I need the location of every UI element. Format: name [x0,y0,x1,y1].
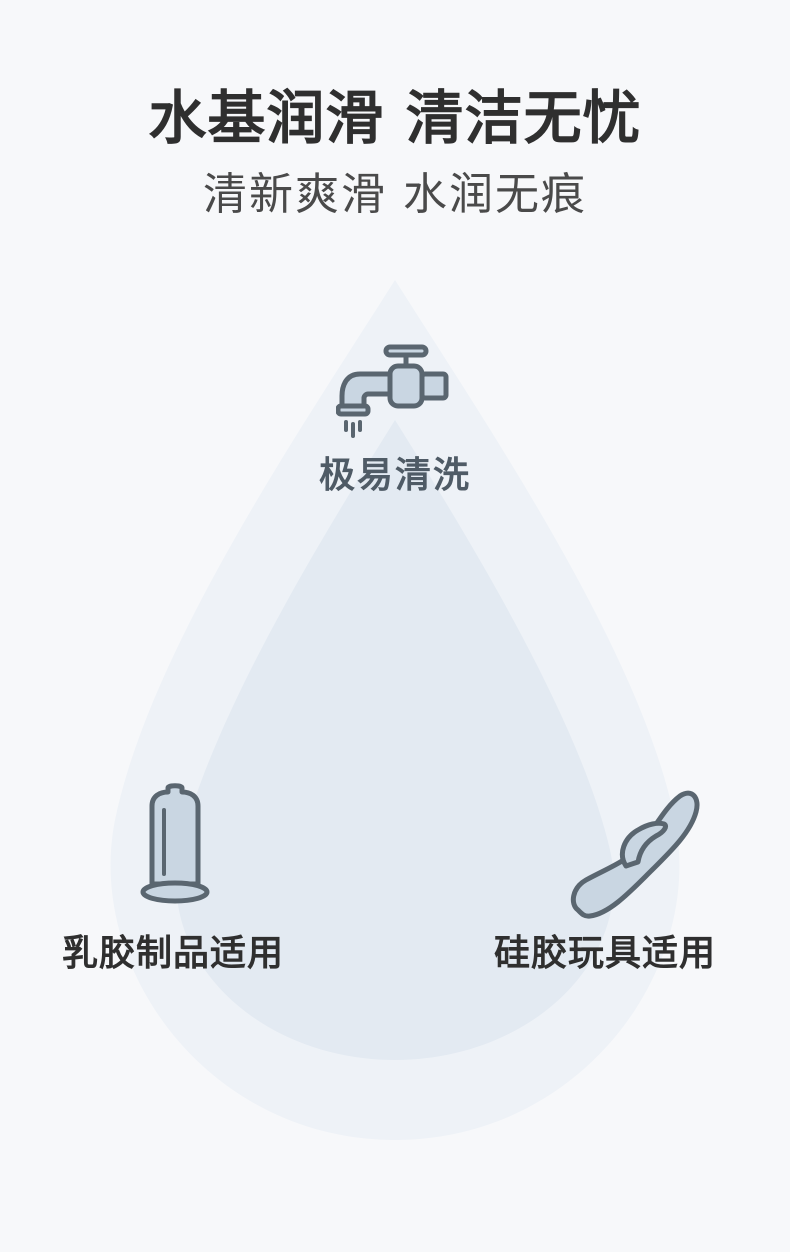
page-title: 水基润滑 清洁无忧 [148,84,642,152]
water-drop-inner [176,420,614,1060]
silicone-toy-icon [570,790,700,919]
feature-silicone-label: 硅胶玩具适用 [494,933,717,974]
condom-icon [140,783,210,904]
feature-easy-clean-label: 极易清洗 [318,455,471,496]
page-subtitle: 清新爽滑 水润无痕 [203,169,587,220]
faucet-icon [336,344,449,438]
feature-latex-label: 乳胶制品适用 [62,933,285,974]
